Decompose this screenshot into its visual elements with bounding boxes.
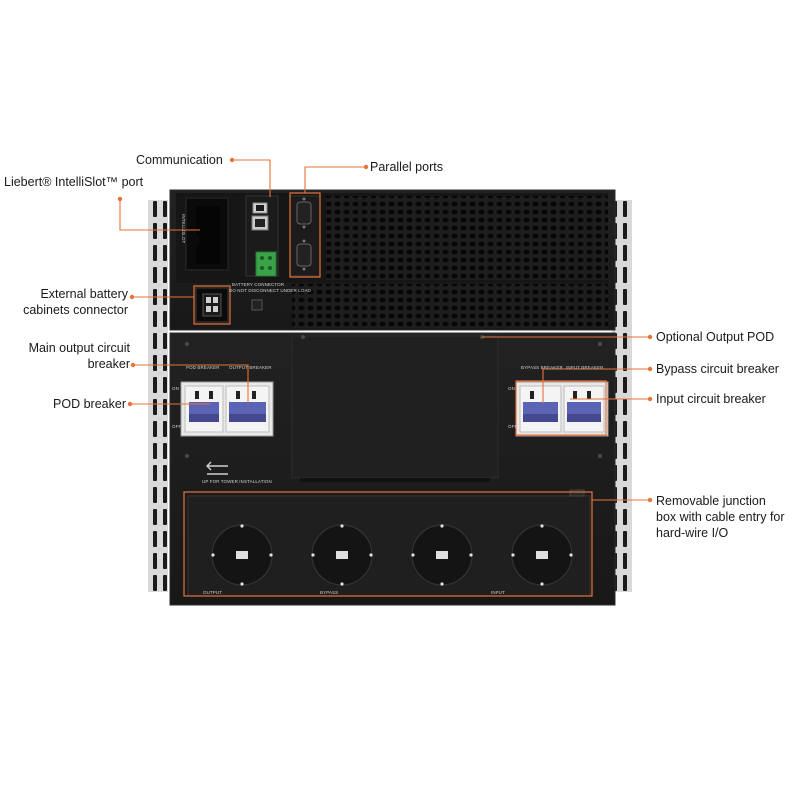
label-on-left: ON — [172, 386, 179, 391]
output-breaker-handle — [229, 402, 266, 414]
tower-install-arrow-icon — [206, 461, 228, 475]
callout-junction-line-3: hard-wire I/O — [656, 526, 729, 540]
label-tower-install: UP FOR TOWER INSTALLATION — [202, 479, 272, 484]
label-battery-connector-2: DO NOT DISCONNECT UNDER LOAD — [229, 288, 311, 293]
callout-leader-lines — [119, 159, 650, 501]
intellislot-port — [185, 197, 229, 271]
callout-communication: Communication — [136, 153, 223, 167]
vent-grille-lower — [292, 284, 608, 328]
callout-main-output-breaker: Main output circuit breaker — [8, 340, 130, 372]
callout-junction-line-2: box with cable entry for — [656, 510, 785, 524]
external-battery-connector — [195, 287, 263, 323]
bypass-breaker-handle — [523, 402, 558, 414]
callout-dots — [117, 157, 653, 503]
callout-optional-output-pod: Optional Output POD — [656, 330, 775, 344]
label-input: INPUT — [491, 590, 505, 595]
label-input-breaker: INPUT BREAKER — [566, 365, 604, 370]
label-output-breaker: OUTPUT BREAKER — [229, 365, 272, 370]
label-output: OUTPUT — [203, 590, 223, 595]
parallel-ports — [289, 195, 321, 277]
label-off-left: OFF — [172, 424, 182, 429]
upper-module — [169, 189, 616, 331]
callout-junction-line-1: Removable junction — [656, 494, 766, 508]
communication-ports — [245, 195, 279, 277]
label-off-right: OFF — [508, 424, 518, 429]
highlight-boxes — [183, 192, 607, 597]
highlight-right-breakers — [515, 380, 607, 436]
input-breaker-handle — [567, 402, 601, 414]
right-breaker-panel — [515, 381, 609, 437]
optional-output-pod-cover — [291, 335, 499, 479]
label-on-right: ON — [508, 386, 515, 391]
callout-external-battery-line-2: cabinets connector — [23, 303, 128, 317]
callout-input-breaker: Input circuit breaker — [656, 392, 766, 406]
junction-box — [187, 489, 591, 597]
label-intellislot: INTELLISLOT — [181, 214, 186, 244]
rack-ear-right — [612, 200, 632, 592]
vent-grille-upper — [326, 196, 608, 280]
callout-main-output-line-1: Main output circuit — [28, 341, 130, 355]
pod-breaker-handle — [189, 402, 219, 414]
label-battery-connector-1: BATTERY CONNECTOR — [232, 282, 285, 287]
callout-external-battery: External battery cabinets connector — [16, 286, 128, 318]
label-pod-breaker: POD BREAKER — [186, 365, 220, 370]
rack-ear-left — [148, 200, 168, 592]
label-bypass-breaker: BYPASS BREAKER — [521, 365, 563, 370]
callout-pod-breaker: POD breaker — [53, 397, 126, 411]
screws — [185, 335, 602, 458]
callout-parallel-ports: Parallel ports — [370, 160, 443, 174]
left-breaker-panel — [180, 381, 274, 437]
callout-junction-box: Removable junction box with cable entry … — [656, 493, 785, 541]
label-bypass: BYPASS — [320, 590, 339, 595]
callout-main-output-line-2: breaker — [87, 357, 130, 371]
highlight-battery-connector — [193, 285, 231, 325]
callout-bypass-breaker: Bypass circuit breaker — [656, 362, 779, 376]
callout-external-battery-line-1: External battery — [40, 287, 128, 301]
callout-intellislot: Liebert® IntelliSlot™ port — [4, 175, 144, 189]
highlight-junction-box — [183, 491, 593, 597]
